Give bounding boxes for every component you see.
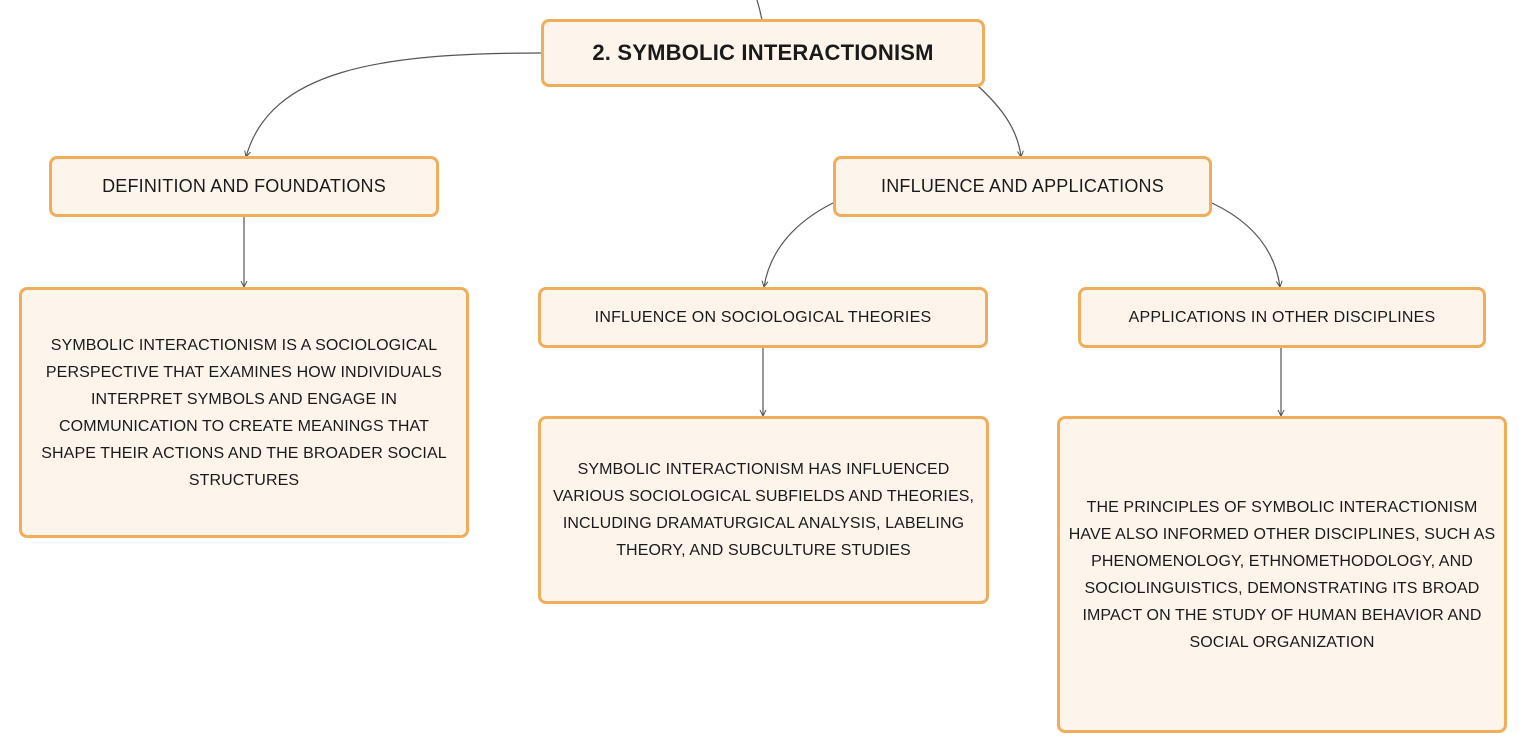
influence-theories-label: INFLUENCE ON SOCIOLOGICAL THEORIES [594,308,932,326]
definition-text-node[interactable]: SYMBOLIC INTERACTIONISM IS A SOCIOLOGICA… [19,287,469,538]
applications-text-node[interactable]: THE PRINCIPLES OF SYMBOLIC INTERACTIONIS… [1057,416,1507,733]
definition-node[interactable]: DEFINITION AND FOUNDATIONS [49,156,439,217]
influence-node[interactable]: INFLUENCE AND APPLICATIONS [833,156,1212,217]
root-node-label: 2. SYMBOLIC INTERACTIONISM [592,40,934,65]
connector-from-parent [756,0,763,21]
influence-theories-text-label: SYMBOLIC INTERACTIONISM HAS INFLUENCED V… [552,461,975,559]
connector-root-to-definition [246,52,542,157]
connector-root-to-influence [977,85,1021,157]
applications-node[interactable]: APPLICATIONS IN OTHER DISCIPLINES [1078,287,1486,348]
definition-node-label: DEFINITION AND FOUNDATIONS [102,176,386,196]
root-node[interactable]: 2. SYMBOLIC INTERACTIONISM [541,19,985,87]
applications-text-label: THE PRINCIPLES OF SYMBOLIC INTERACTIONIS… [1068,498,1496,651]
connector-influence-to-theories [764,202,834,287]
applications-label: APPLICATIONS IN OTHER DISCIPLINES [1128,308,1436,326]
definition-text-label: SYMBOLIC INTERACTIONISM IS A SOCIOLOGICA… [41,336,447,489]
influence-node-label: INFLUENCE AND APPLICATIONS [881,176,1164,196]
influence-theories-node[interactable]: INFLUENCE ON SOCIOLOGICAL THEORIES [538,287,988,348]
influence-theories-text-node[interactable]: SYMBOLIC INTERACTIONISM HAS INFLUENCED V… [538,416,989,604]
connector-influence-to-applications [1211,202,1280,287]
